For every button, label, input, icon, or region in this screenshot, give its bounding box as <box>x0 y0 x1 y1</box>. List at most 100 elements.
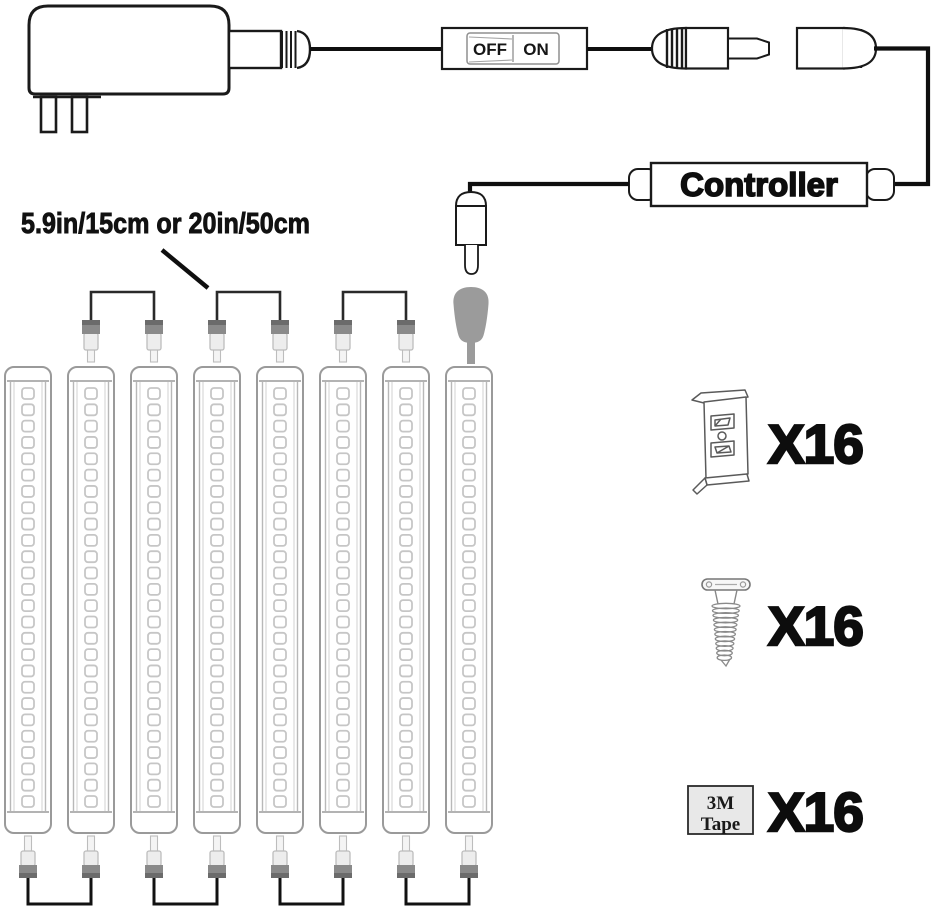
led-bars-group <box>4 290 493 906</box>
led <box>273 403 287 417</box>
jumper-wire <box>152 877 219 906</box>
led <box>336 648 350 662</box>
led <box>336 713 350 727</box>
bar-receptacle-icon <box>453 287 489 364</box>
led <box>399 680 413 694</box>
led <box>147 533 161 547</box>
led <box>84 599 98 613</box>
led <box>84 533 98 547</box>
led <box>21 517 35 531</box>
led <box>273 599 287 613</box>
screw-thread <box>714 635 736 643</box>
led <box>273 452 287 466</box>
plug-stem <box>23 835 33 852</box>
adapter-barrel <box>227 29 283 70</box>
led <box>210 599 224 613</box>
led <box>210 403 224 417</box>
led <box>147 452 161 466</box>
controller-icon: Controller <box>628 161 895 208</box>
led <box>399 631 413 645</box>
led <box>147 729 161 743</box>
led <box>147 680 161 694</box>
led <box>336 615 350 629</box>
led <box>462 729 476 743</box>
plug-body <box>272 332 288 351</box>
led <box>399 795 413 808</box>
switch-off-label: OFF <box>473 40 507 59</box>
adapter-body <box>27 4 231 96</box>
plug-stem <box>275 835 285 852</box>
plug-body <box>146 332 162 351</box>
led <box>336 517 350 531</box>
led-bar <box>319 366 367 834</box>
led <box>21 387 35 400</box>
led <box>210 713 224 727</box>
led <box>399 778 413 792</box>
plug-body <box>335 850 351 867</box>
led <box>210 468 224 482</box>
plug-stem <box>212 835 222 852</box>
led <box>399 468 413 482</box>
led <box>21 452 35 466</box>
dc-plug-vertical-icon <box>454 190 488 275</box>
led <box>462 468 476 482</box>
plug-body <box>272 850 288 867</box>
plug-body <box>209 332 225 351</box>
jumper-cable-bottom <box>19 835 100 906</box>
led <box>336 566 350 580</box>
plug-stem <box>86 835 96 852</box>
led <box>84 485 98 498</box>
tape-icon: 3M Tape <box>687 785 754 835</box>
led <box>21 468 35 482</box>
led <box>399 403 413 417</box>
led <box>336 468 350 482</box>
led <box>147 566 161 580</box>
led <box>273 468 287 482</box>
power-switch-icon: OFF ON <box>440 26 589 71</box>
led <box>273 485 287 498</box>
led <box>273 746 287 759</box>
led <box>84 648 98 662</box>
led <box>336 631 350 645</box>
led-bar <box>130 366 178 834</box>
led <box>84 566 98 580</box>
led <box>336 599 350 613</box>
led <box>210 582 224 596</box>
led <box>210 615 224 629</box>
led <box>336 582 350 596</box>
plug-stem <box>212 348 222 363</box>
power-adapter-icon <box>27 4 312 134</box>
plug-body <box>83 332 99 351</box>
led <box>84 517 98 531</box>
plug-stem <box>338 348 348 363</box>
led <box>399 762 413 776</box>
plug-stem <box>401 835 411 852</box>
led <box>399 452 413 466</box>
led <box>399 729 413 743</box>
led <box>462 387 476 400</box>
jumper-wire <box>26 877 93 906</box>
led <box>336 746 350 759</box>
led <box>273 517 287 531</box>
led <box>21 631 35 645</box>
led <box>399 648 413 662</box>
led <box>21 762 35 776</box>
led <box>273 729 287 743</box>
plug-body <box>335 332 351 351</box>
led <box>273 795 287 808</box>
led <box>21 795 35 808</box>
led <box>462 452 476 466</box>
led <box>210 533 224 547</box>
plug-stem <box>275 348 285 363</box>
led <box>336 729 350 743</box>
adapter-barrel-tip <box>296 29 312 70</box>
screw-thread <box>715 644 734 652</box>
screw-thread <box>711 602 741 610</box>
led <box>21 582 35 596</box>
switch-on-label: ON <box>523 40 549 59</box>
tape-label-line1: 3M <box>707 793 735 814</box>
led <box>462 648 476 662</box>
jumper-wire <box>278 877 345 906</box>
plug-body <box>398 850 414 867</box>
screw-thread <box>715 640 735 647</box>
